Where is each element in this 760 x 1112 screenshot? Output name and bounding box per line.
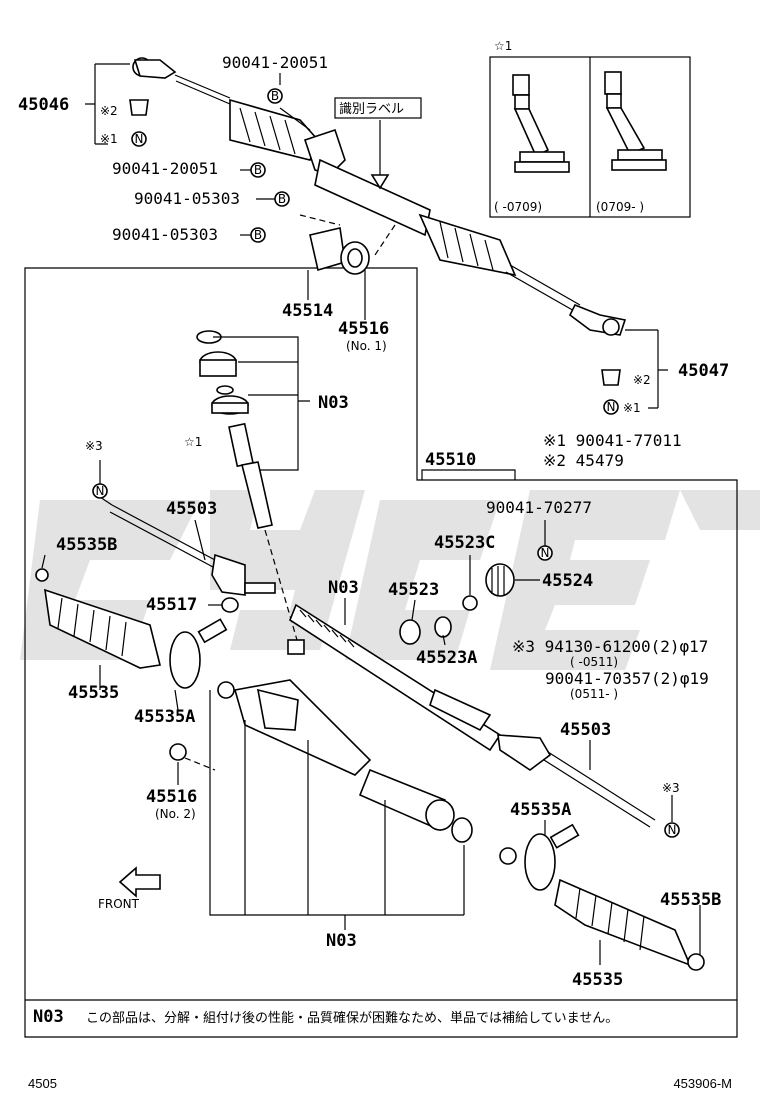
part-label: 90041-20051 [112,159,218,178]
marker-b: B [271,89,279,103]
footnote-text: この部品は、分解・組付け後の性能・品質確保が困難なため、単品では補給していません… [86,1010,618,1026]
part-label: 45535B [660,890,721,910]
part-label: 45517 [146,595,197,615]
inset-box [489,56,691,218]
part-label: 45503 [560,720,611,740]
note-range: (0511- ) [570,687,618,701]
note-line: ※1 90041-77011 [543,431,682,450]
part-label: 45516 [338,319,389,339]
inset-star: ☆1 [494,39,512,53]
note-mark: ※1 [100,132,118,146]
inset-range: (0709- ) [596,200,644,214]
id-label-text: 識別ラベル [339,102,404,117]
marker-n: N [96,484,105,498]
marker-n: N [668,823,677,837]
star-mark: ☆1 [184,435,202,449]
part-label: 45047 [678,361,729,381]
labels: 45046 90041-20051 ※2 ※1 識別ラベル 90041-2005… [18,39,729,990]
part-label: 45514 [282,301,333,321]
part-label: 45523A [416,648,477,668]
part-sublabel: (No. 1) [346,339,387,353]
part-label: 45535A [134,707,195,727]
part-label: 45503 [166,499,217,519]
part-label: 45535A [510,800,571,820]
part-label: 90041-05303 [112,225,218,244]
marker-n: N [135,132,144,146]
part-label: N03 [326,931,357,951]
marker-b: B [278,192,286,206]
part-label: 90041-20051 [222,53,328,72]
footnote-code: N03 [33,1007,64,1027]
part-label: 90041-05303 [134,189,240,208]
note-mark: ※2 [100,104,118,118]
marker-n: N [541,546,550,560]
part-label: N03 [318,393,349,413]
note-line: ※2 45479 [543,451,624,470]
part-label: 90041-70277 [486,498,592,517]
steering-gear-assembly [129,57,627,414]
footer-right: 453906-M [673,1076,732,1091]
note-line: 90041-70357(2)φ19 [545,669,709,688]
note-mark: ※3 [85,439,103,453]
note-mark: ※1 [623,401,641,415]
assembly-frame [24,267,738,1038]
marker-b: B [254,228,262,242]
note-range: ( -0511) [570,655,618,669]
part-label: 45535B [56,535,117,555]
circled-markers: B B B B N N N N N [92,88,680,838]
part-label: 45046 [18,95,69,115]
front-label: FRONT [98,897,140,911]
part-label: 45524 [542,571,593,591]
part-sublabel: (No. 2) [155,807,196,821]
inset-range: ( -0709) [494,200,542,214]
id-label-box [334,97,422,119]
marker-b: B [254,163,262,177]
marker-n: N [607,400,616,414]
exploded-parts [35,504,705,971]
note-mark: ※3 [662,781,680,795]
footer-left: 4505 [28,1076,57,1091]
part-label: 45510 [425,450,476,470]
leader-lines [41,63,701,965]
part-label: 45535 [68,683,119,703]
note-line: ※3 94130-61200(2)φ17 [512,637,708,656]
part-label: 45516 [146,787,197,807]
part-label: 45523C [434,533,495,553]
part-label: N03 [328,578,359,598]
part-label: 45535 [572,970,623,990]
part-label: 45523 [388,580,439,600]
note-mark: ※2 [633,373,651,387]
